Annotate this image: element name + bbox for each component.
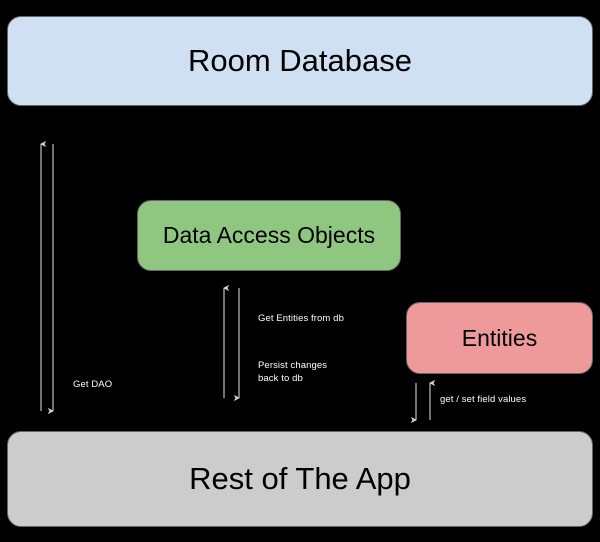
node-room-database[interactable]: Room Database xyxy=(7,16,593,106)
edge-dao-app xyxy=(224,288,239,398)
edge-label-persist-changes-back-to-db: Persist changes back to db xyxy=(258,360,328,384)
edge-get-dao xyxy=(41,144,53,411)
edge-label-get-dao: Get DAO xyxy=(73,379,113,390)
node-room-database-label: Room Database xyxy=(187,43,412,79)
node-rest-of-the-app[interactable]: Rest of The App xyxy=(7,431,593,527)
node-data-access-objects-label: Data Access Objects xyxy=(162,222,376,249)
node-rest-of-the-app-label: Rest of The App xyxy=(189,461,411,497)
edge-label-get-entities-from-db: Get Entities from db xyxy=(258,313,344,324)
edge-entities-app xyxy=(416,383,430,420)
node-data-access-objects[interactable]: Data Access Objects xyxy=(137,200,401,271)
node-entities-label: Entities xyxy=(461,324,538,351)
node-entities[interactable]: Entities xyxy=(406,302,593,374)
edge-label-get-set-field-values: get / set field values xyxy=(440,394,527,405)
